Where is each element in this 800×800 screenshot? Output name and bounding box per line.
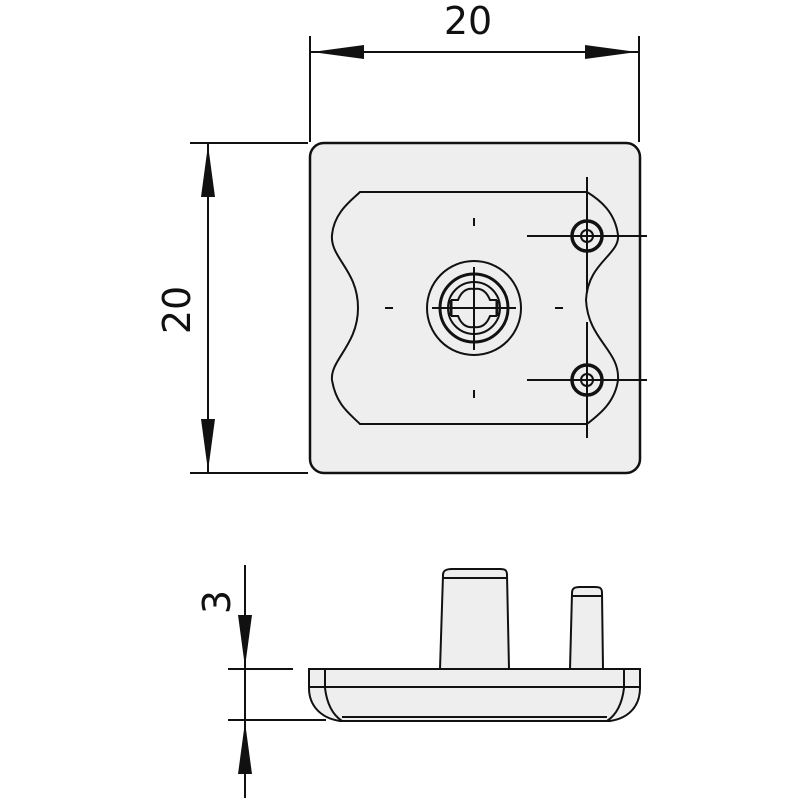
lower-pin-hole <box>527 322 647 438</box>
center-marks <box>385 218 563 398</box>
base-plate <box>308 668 641 722</box>
top-view: 20 20 <box>155 0 647 475</box>
thickness-dimension-label: 3 <box>195 590 239 614</box>
central-boss <box>426 260 522 356</box>
thickness-dimension <box>228 565 326 798</box>
width-dimension <box>309 36 640 142</box>
height-dimension <box>190 142 308 474</box>
large-pin <box>438 568 511 670</box>
height-dimension-label: 20 <box>155 286 199 334</box>
upper-pin-hole <box>527 177 647 293</box>
width-dimension-label: 20 <box>444 0 492 43</box>
side-view: 3 <box>195 565 641 798</box>
small-pin <box>568 586 605 670</box>
